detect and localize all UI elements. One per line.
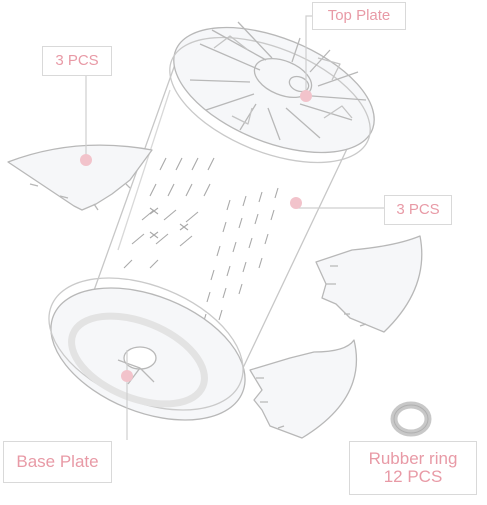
base-plate bbox=[48, 277, 246, 421]
slotted-panel bbox=[123, 157, 279, 325]
base-plate-label-text: Base Plate bbox=[16, 452, 99, 472]
cylinder-body-back bbox=[117, 89, 171, 251]
top-plate-label: Top Plate bbox=[312, 2, 406, 30]
left-pcs-label: 3 PCS bbox=[42, 46, 112, 76]
left-pcs-label-text: 3 PCS bbox=[55, 52, 99, 70]
cylinder-body bbox=[91, 55, 356, 371]
base-plate-label: Base Plate bbox=[3, 441, 112, 483]
marker-dots bbox=[80, 90, 312, 382]
rubber-ring-label-line2: 12 PCS bbox=[383, 467, 443, 486]
right-lower-quarter-plate bbox=[249, 339, 358, 439]
rubber-ring bbox=[390, 401, 432, 437]
top-plate-label-text: Top Plate bbox=[327, 7, 391, 25]
right-upper-quarter-plate bbox=[315, 235, 423, 333]
rubber-ring-label-line1: Rubber ring bbox=[368, 449, 458, 469]
left-quarter-plate bbox=[7, 144, 153, 211]
top-plate bbox=[169, 21, 375, 164]
right-pcs-label-text: 3 PCS bbox=[396, 201, 440, 219]
right-pcs-label: 3 PCS bbox=[384, 195, 452, 225]
rubber-ring-label: Rubber ring 12 PCS bbox=[349, 441, 477, 495]
